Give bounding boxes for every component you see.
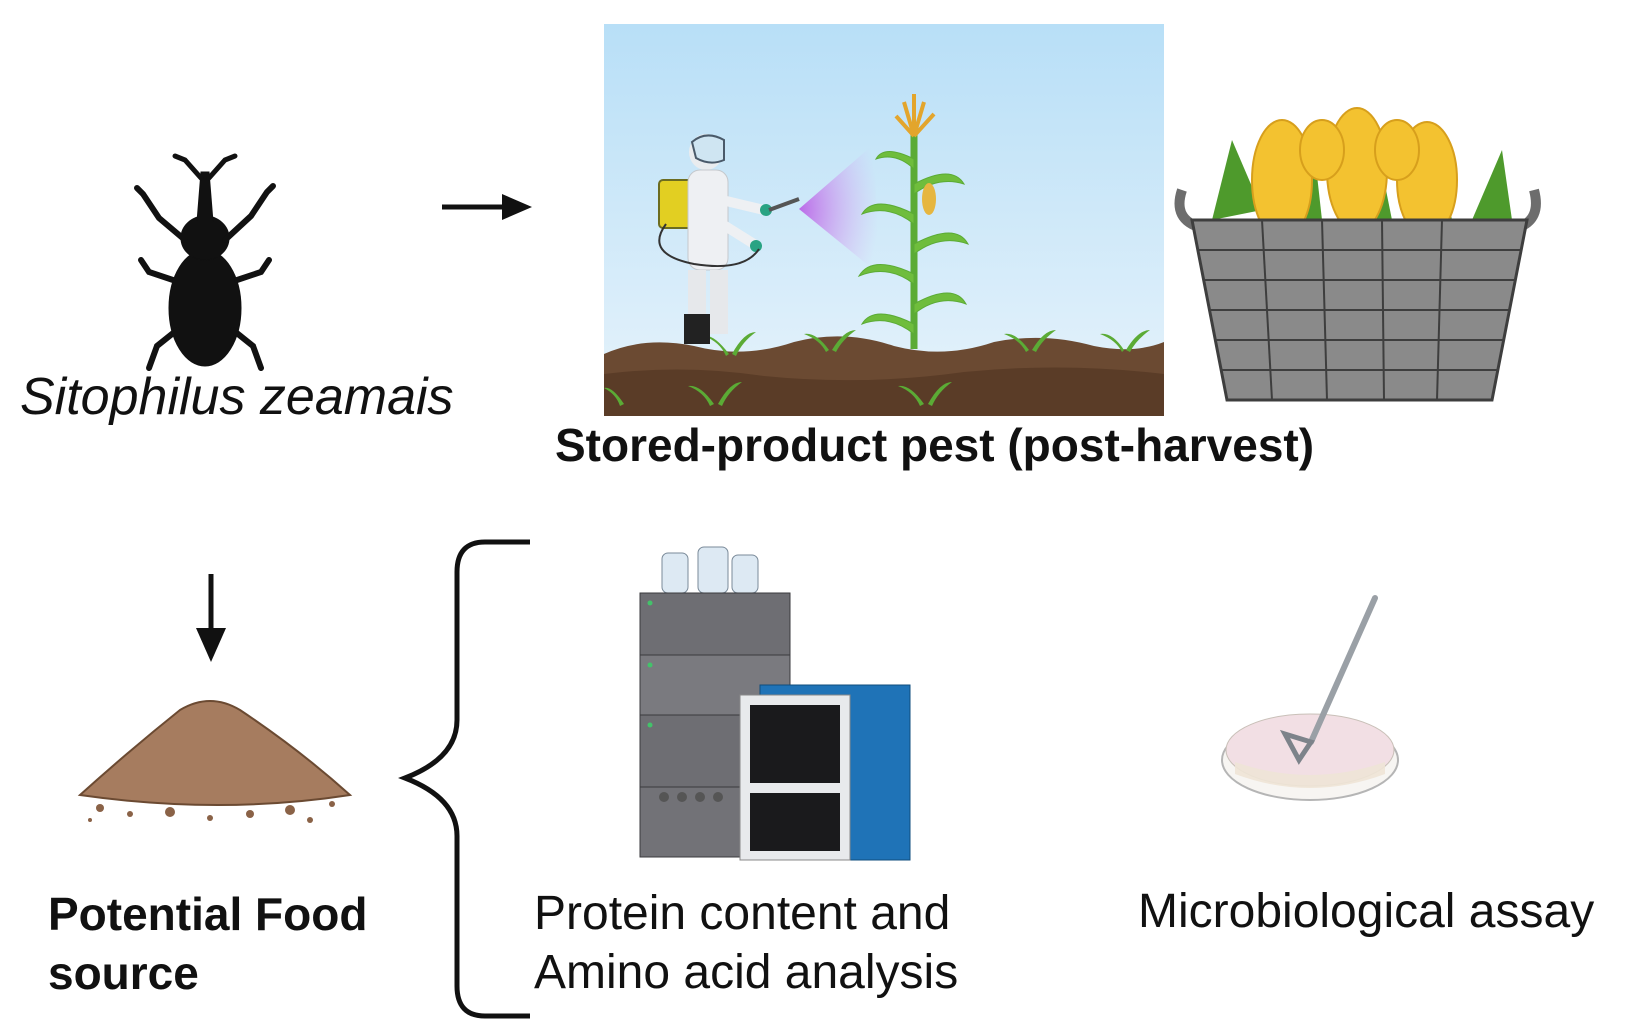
species-label: Sitophilus zeamais bbox=[20, 368, 454, 426]
weevil-icon bbox=[134, 153, 276, 371]
arrow-right-icon bbox=[442, 194, 532, 220]
petri-dish-icon bbox=[1221, 595, 1399, 801]
hplc-instrument-icon bbox=[639, 546, 911, 861]
protein-analysis-label: Protein content and Amino acid analysis bbox=[534, 887, 959, 999]
curly-brace-icon bbox=[398, 539, 530, 1019]
arrow-down-icon bbox=[196, 574, 226, 662]
sprayer-field-illustration bbox=[604, 24, 1164, 416]
stored-product-pest-label: Stored-product pest (post-harvest) bbox=[555, 419, 1315, 471]
potential-food-source-label: Potential Food source bbox=[48, 888, 368, 999]
corn-basket-icon bbox=[1174, 107, 1541, 402]
powder-pile-icon bbox=[77, 700, 353, 823]
microbiological-assay-label: Microbiological assay bbox=[1138, 885, 1595, 938]
